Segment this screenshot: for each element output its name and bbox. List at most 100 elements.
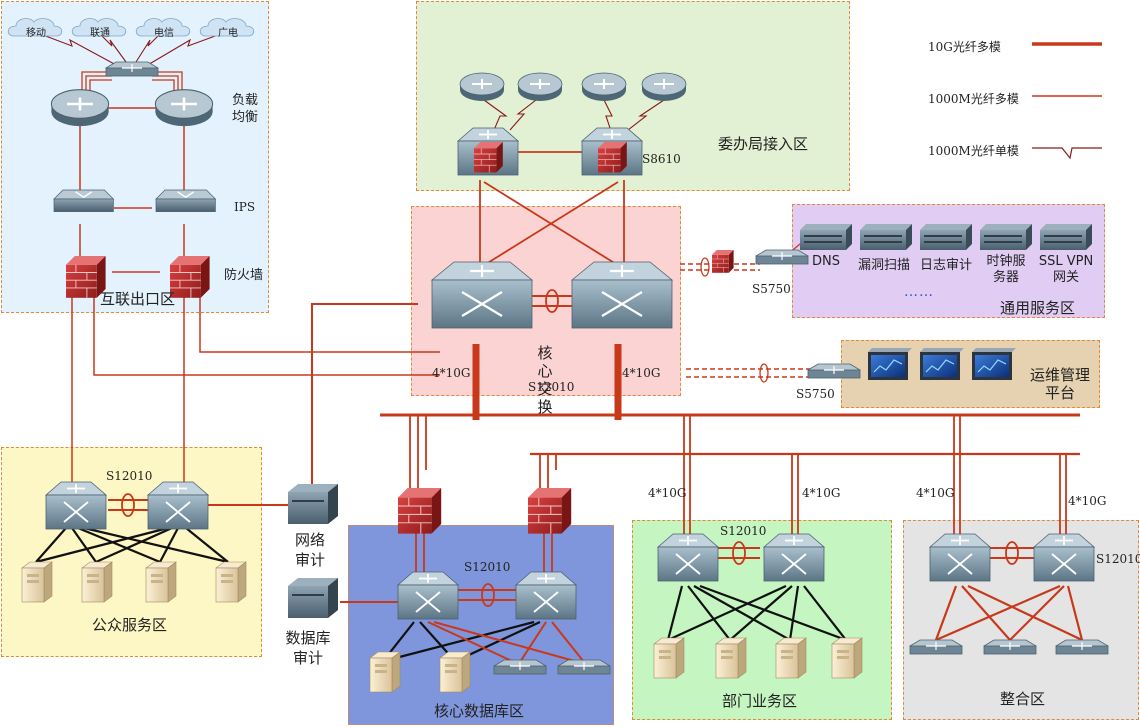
server-icon-coredb-1 xyxy=(369,651,401,693)
outbound-switch-icon xyxy=(105,61,159,77)
flat-switch-icon-coredb-2 xyxy=(557,659,611,675)
link-isp-mobile xyxy=(34,31,119,67)
link-isp-unicom xyxy=(97,31,127,63)
isp-label-mobile: 移动 xyxy=(26,28,46,39)
flat-switch-icon-integration-1 xyxy=(909,639,963,655)
isp-label-broadcast: 广电 xyxy=(218,28,238,39)
flat-switch-icon-integration-3 xyxy=(1055,639,1109,655)
load-balancer-router-icon-left xyxy=(50,88,110,128)
dept-link-label-left: 4*10G xyxy=(648,486,687,500)
zone-internet xyxy=(1,1,269,313)
server-icon-dept-3 xyxy=(775,637,807,679)
firewall-label: 防火墙 xyxy=(224,268,264,283)
integration-s12010-label: S12010 xyxy=(1096,552,1140,566)
core-link-label-left: 4*10G xyxy=(432,366,471,380)
zone-label-coredb: 核心数据库区 xyxy=(434,702,525,720)
isp-label-unicom: 联通 xyxy=(90,28,110,39)
switch-icon-integration-right xyxy=(1033,533,1095,582)
zone-label-dept: 部门业务区 xyxy=(722,692,798,710)
link-fw-core-left xyxy=(93,288,440,376)
server-icon-dept-4 xyxy=(831,637,863,679)
db-audit-label: 数据库审计 xyxy=(285,629,331,667)
switch-icon-s5750-common xyxy=(755,249,809,265)
server-label-vuln-scan: 漏洞扫描 xyxy=(858,258,911,273)
dept-link-label-right: 4*10G xyxy=(802,486,841,500)
router-icon-committee-3 xyxy=(581,72,627,102)
server-icon-dept-1 xyxy=(653,637,685,679)
ips-label: IPS xyxy=(234,200,256,214)
server-icon-public-3 xyxy=(145,561,177,603)
server-label-ssl-vpn: SSL VPN网关 xyxy=(1038,254,1094,285)
server-icon-public-2 xyxy=(81,561,113,603)
link-isp-telecom xyxy=(135,31,163,63)
net-audit-icon xyxy=(288,484,338,524)
firewall-icon-coredb-left xyxy=(397,487,442,535)
core-link-label-right: 4*10G xyxy=(622,366,661,380)
link-fw-core-right xyxy=(199,288,440,353)
link-isp-broadcast xyxy=(145,31,227,67)
legend-line-1000m-sm xyxy=(1032,147,1102,160)
switch-icon-public-right xyxy=(147,481,209,530)
firewall-icon-committee-right xyxy=(597,141,628,173)
ellipsis-label: …… xyxy=(904,284,934,300)
firewall-icon-coredb-right xyxy=(527,487,572,535)
net-audit-label: 网络审计 xyxy=(294,531,325,569)
load-balancer-router-icon-right xyxy=(154,88,214,128)
s8610-label: S8610 xyxy=(642,152,681,166)
router-icon-committee-4 xyxy=(641,72,687,102)
integration-link-label-right: 4*10G xyxy=(1068,494,1107,508)
rack-icon-ssl-vpn xyxy=(1040,224,1092,250)
server-icon-coredb-2 xyxy=(439,651,471,693)
zone-label-internet: 互联出口区 xyxy=(100,290,176,308)
server-label-clock: 时钟服务器 xyxy=(986,254,1026,285)
zone-label-committee: 委办局接入区 xyxy=(718,135,809,153)
core-switch-icon-left xyxy=(430,260,534,330)
ips-icon-right xyxy=(155,189,217,213)
core-s12010-label: S12010 xyxy=(528,380,575,394)
coredb-s12010-label: S12010 xyxy=(464,560,511,574)
switch-icon-dept-right xyxy=(763,533,825,582)
server-icon-public-4 xyxy=(215,561,247,603)
rack-icon-log-audit xyxy=(920,224,972,250)
server-icon-dept-2 xyxy=(715,637,747,679)
router-icon-committee-2 xyxy=(517,72,563,102)
switch-icon-coredb-left xyxy=(397,571,459,620)
switch-icon-s5750-ops xyxy=(807,363,861,379)
rack-icon-dns xyxy=(800,224,852,250)
server-label-log-audit: 日志审计 xyxy=(920,258,973,273)
switch-icon-integration-left xyxy=(929,533,991,582)
switch-icon-public-left xyxy=(45,481,107,530)
firewall-icon-internet-right xyxy=(169,255,211,299)
isp-label-telecom: 电信 xyxy=(154,28,174,39)
monitor-icon-3 xyxy=(971,347,1017,381)
legend-label-1000m-sm: 1000M光纤单模 xyxy=(928,144,1019,158)
dept-s12010-label: S12010 xyxy=(720,524,767,538)
integration-link-label-left: 4*10G xyxy=(916,486,955,500)
firewall-icon-common xyxy=(711,249,734,274)
zone-label-common: 通用服务区 xyxy=(1000,299,1076,317)
legend xyxy=(1032,42,1102,160)
ips-icon-left xyxy=(53,189,115,213)
router-icon-committee-1 xyxy=(459,72,505,102)
public-s12010-label: S12010 xyxy=(106,469,153,483)
zone-label-ops: 运维管理平台 xyxy=(1030,366,1091,402)
monitor-icon-1 xyxy=(867,347,913,381)
legend-label-10g: 10G光纤多模 xyxy=(928,40,1001,54)
load-balance-label: 负载均衡 xyxy=(232,93,259,125)
s5750-label-common: S5750 xyxy=(752,282,791,296)
firewall-icon-committee-left xyxy=(473,141,504,173)
monitor-icon-2 xyxy=(919,347,965,381)
server-icon-public-1 xyxy=(21,561,53,603)
s5750-label-ops: S5750 xyxy=(796,387,835,401)
zone-label-core: 核心交换 xyxy=(537,344,553,416)
switch-icon-dept-left xyxy=(657,533,719,582)
server-label-dns: DNS xyxy=(812,254,840,269)
rack-icon-clock-server xyxy=(980,224,1032,250)
zone-label-integration: 整合区 xyxy=(1000,690,1046,708)
db-audit-icon xyxy=(288,578,338,618)
core-switch-icon-right xyxy=(570,260,674,330)
zone-label-public: 公众服务区 xyxy=(92,616,168,634)
zone-common xyxy=(792,204,1105,318)
